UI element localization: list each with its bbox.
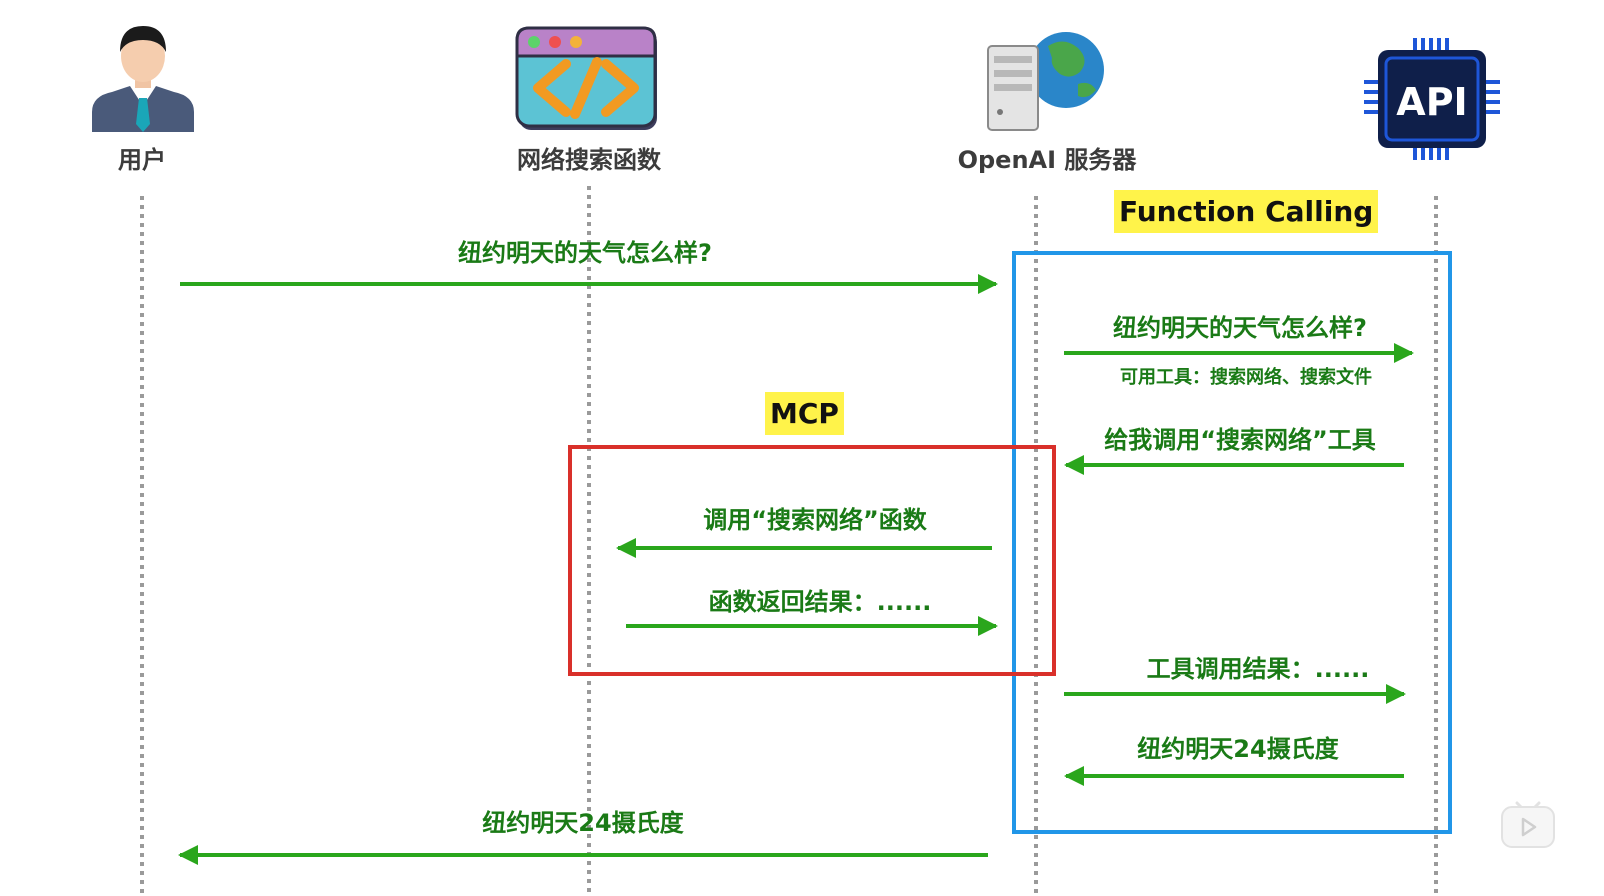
actor-name-search: 网络搜索函数	[517, 146, 661, 174]
message-label-6: 工具调用结果：......	[1146, 655, 1370, 683]
message-label-3: 给我调用“搜索网络”工具	[1104, 426, 1376, 454]
message-arrows	[178, 274, 1414, 865]
actor-name-user: 用户	[118, 146, 166, 174]
mcp-box	[568, 445, 1056, 676]
message-label-7: 纽约明天24摄氏度	[1137, 735, 1339, 763]
function-calling-box	[1012, 251, 1452, 834]
api-chip-icon: API	[1364, 38, 1500, 160]
video-player-watermark-icon	[1501, 801, 1555, 848]
code-window-icon	[515, 26, 657, 130]
actor-name-openai: OpenAI 服务器	[957, 146, 1137, 174]
server-globe-icon	[987, 32, 1104, 131]
message-label-2: 纽约明天的天气怎么样?	[1113, 314, 1367, 342]
user-person-icon	[92, 26, 194, 132]
api-chip-text: API	[1396, 80, 1467, 124]
message-label-8: 纽约明天24摄氏度	[482, 809, 684, 837]
lifelines	[140, 186, 1438, 896]
message-sublabel-2: 可用工具：搜索网络、搜索文件	[1120, 367, 1372, 388]
function-calling-tag: Function Calling	[1114, 190, 1379, 233]
message-label-4: 调用“搜索网络”函数	[703, 506, 927, 534]
message-label-1: 纽约明天的天气怎么样?	[458, 239, 712, 267]
message-label-5: 函数返回结果：......	[708, 588, 932, 616]
mcp-tag: MCP	[765, 392, 844, 435]
